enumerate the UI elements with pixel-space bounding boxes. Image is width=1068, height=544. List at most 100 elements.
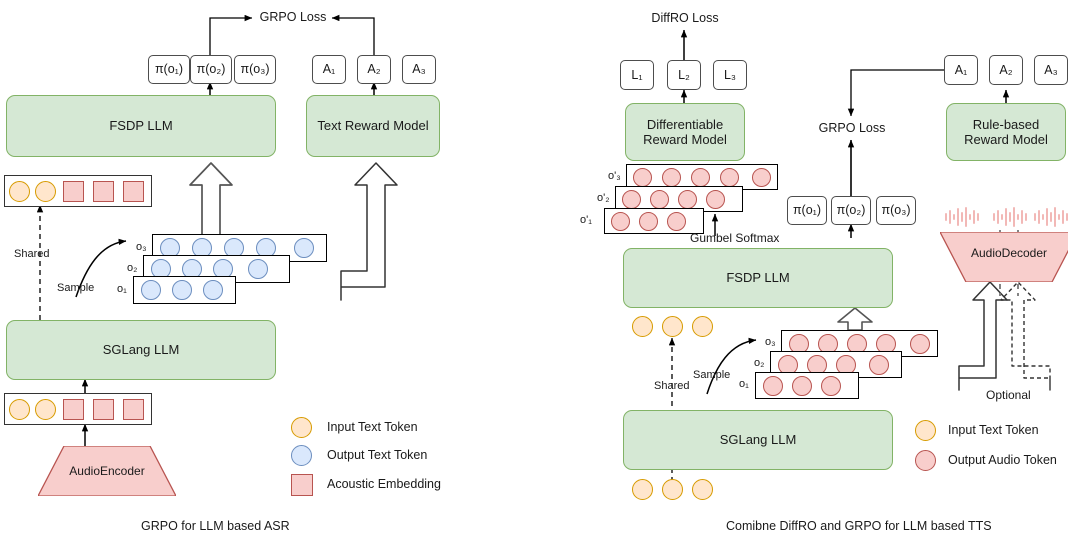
- left-sglang-llm-block: SGLang LLM: [6, 320, 276, 380]
- output-text-token: [203, 280, 223, 300]
- left-output-row-o2-label: o₂: [127, 262, 138, 274]
- right-fsdp-llm-block: FSDP LLM: [623, 248, 893, 308]
- left-sample-label: Sample: [57, 282, 95, 294]
- rule-reward-model-line-2: Reward Model: [964, 132, 1048, 147]
- audio-decoder-block: AudioDecoder: [940, 232, 1068, 282]
- left-output-row-o3-label: o₃: [136, 241, 147, 253]
- right-soft-row-o1p-label: o'₁: [580, 214, 592, 226]
- right-shared-label: Shared: [654, 380, 690, 392]
- acoustic-embedding: [93, 399, 114, 420]
- output-audio-token: [792, 376, 812, 396]
- left-advantage-box-2: A₂: [357, 55, 391, 84]
- output-audio-token: [752, 168, 771, 187]
- input-text-token: [35, 181, 56, 202]
- acoustic-embedding: [93, 181, 114, 202]
- left-advantage-box-3: A₃: [402, 55, 436, 84]
- legend-icon-acoustic-embedding: [291, 474, 313, 496]
- waveform-glyph: [1034, 207, 1068, 227]
- waveform-icon: [1033, 206, 1068, 231]
- left-shared-label: Shared: [14, 248, 50, 260]
- output-audio-token: [667, 212, 686, 231]
- right-output-row-o3-label: o₃: [765, 336, 776, 348]
- right-l-box-1: L₁: [620, 60, 654, 90]
- audio-encoder-block: AudioEncoder: [38, 446, 176, 496]
- trapezoid-shape: [940, 232, 1068, 282]
- right-panel-caption: Comibne DiffRO and GRPO for LLM based TT…: [726, 519, 992, 533]
- waveform-glyph: [993, 207, 1027, 227]
- audio-decoder-label: AudioDecoder: [970, 245, 1048, 260]
- right-sample-label: Sample: [693, 369, 731, 381]
- right-l-box-3: L₃: [713, 60, 747, 90]
- left-policy-box-1: π(o₁): [148, 55, 190, 84]
- right-output-row-o1-label: o₁: [739, 378, 749, 390]
- left-policy-box-3: π(o₃): [234, 55, 276, 84]
- output-text-token: [172, 280, 192, 300]
- acoustic-embedding: [63, 181, 84, 202]
- input-text-token: [662, 479, 683, 500]
- right-optional-label: Optional: [986, 388, 1031, 402]
- input-text-token: [632, 316, 653, 337]
- acoustic-embedding: [123, 399, 144, 420]
- left-advantage-box-1: A₁: [312, 55, 346, 84]
- input-text-token: [692, 316, 713, 337]
- rule-reward-model-line-1: Rule-based: [972, 116, 1040, 132]
- acoustic-embedding: [63, 399, 84, 420]
- left-policy-box-2: π(o₂): [190, 55, 232, 84]
- output-audio-token: [633, 168, 652, 187]
- waveform-icon: [992, 206, 1030, 231]
- right-rule-based-reward-model-block: Rule-based Reward Model: [946, 103, 1066, 161]
- legend-label-input-text-token: Input Text Token: [948, 423, 1039, 437]
- acoustic-embedding: [123, 181, 144, 202]
- left-output-row-o1-label: o₁: [117, 283, 127, 295]
- right-policy-box-3: π(o₃): [876, 196, 916, 225]
- diff-reward-model-line-2: Reward Model: [643, 132, 727, 147]
- right-gumbel-softmax-label: Gumbel Softmax: [690, 231, 780, 245]
- right-advantage-box-3: A₃: [1034, 55, 1068, 85]
- legend-label-input-text-token: Input Text Token: [327, 420, 418, 434]
- right-policy-box-1: π(o₁): [787, 196, 827, 225]
- legend-icon-input-text-token: [915, 420, 936, 441]
- left-fsdp-llm-block: FSDP LLM: [6, 95, 276, 157]
- right-advantage-box-2: A₂: [989, 55, 1023, 85]
- right-soft-row-o3p-label: o'₃: [608, 170, 621, 182]
- input-text-token: [9, 181, 30, 202]
- right-output-row-o2-label: o₂: [754, 357, 765, 369]
- output-audio-token: [706, 190, 725, 209]
- output-audio-token: [662, 168, 681, 187]
- output-audio-token: [622, 190, 641, 209]
- output-text-token: [248, 259, 268, 279]
- legend-label-acoustic-embedding: Acoustic Embedding: [327, 477, 441, 491]
- legend-label-output-audio-token: Output Audio Token: [948, 453, 1057, 467]
- output-text-token: [294, 238, 314, 258]
- legend-icon-output-text-token: [291, 445, 312, 466]
- output-text-token: [141, 280, 161, 300]
- audio-encoder-label: AudioEncoder: [69, 463, 145, 478]
- input-text-token: [692, 479, 713, 500]
- output-audio-token: [650, 190, 669, 209]
- diff-reward-model-line-1: Differentiable: [646, 116, 724, 132]
- output-audio-token: [639, 212, 658, 231]
- output-audio-token: [763, 376, 783, 396]
- output-audio-token: [821, 376, 841, 396]
- legend-icon-input-text-token: [291, 417, 312, 438]
- input-text-token: [662, 316, 683, 337]
- output-audio-token: [678, 190, 697, 209]
- input-text-token: [632, 479, 653, 500]
- output-audio-token: [869, 355, 889, 375]
- input-text-token: [35, 399, 56, 420]
- right-policy-box-2: π(o₂): [831, 196, 871, 225]
- right-advantage-box-1: A₁: [944, 55, 978, 85]
- waveform-glyph: [945, 207, 979, 227]
- left-panel-caption: GRPO for LLM based ASR: [141, 519, 290, 533]
- right-l-box-2: L₂: [667, 60, 701, 90]
- left-text-reward-model-block: Text Reward Model: [306, 95, 440, 157]
- right-grpo-loss-label: GRPO Loss: [818, 120, 886, 135]
- right-sglang-llm-block: SGLang LLM: [623, 410, 893, 470]
- output-audio-token: [720, 168, 739, 187]
- waveform-icon: [944, 206, 982, 231]
- trapezoid-shape: [38, 446, 176, 496]
- legend-icon-output-audio-token: [915, 450, 936, 471]
- right-soft-row-o2p-label: o'₂: [597, 192, 610, 204]
